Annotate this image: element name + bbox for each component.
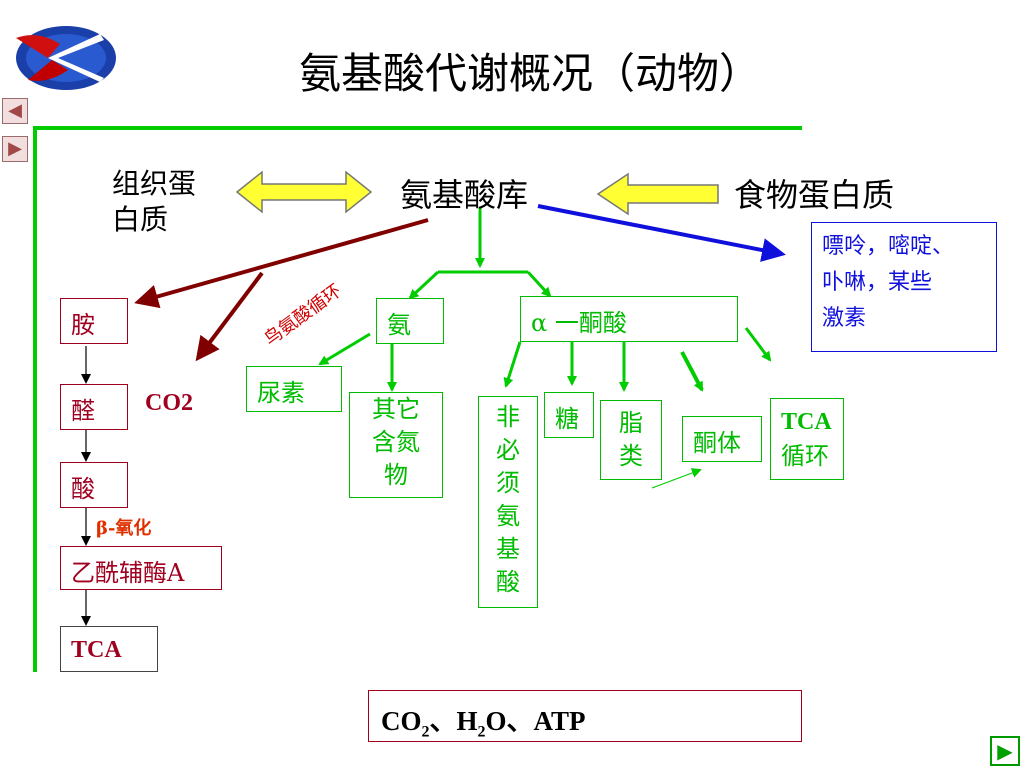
tca-cycle-line1: TCA xyxy=(781,409,832,435)
ketone-body-box: 酮体 xyxy=(682,416,762,462)
blue-box-line3: 激素 xyxy=(822,306,867,331)
acid-box: 酸 xyxy=(60,462,128,508)
next-slide-button[interactable]: ▶ xyxy=(2,136,28,162)
tca-left-label: TCA xyxy=(71,637,122,663)
aldehyde-label: 醛 xyxy=(71,397,95,425)
keto-acid-box: α 一酮酸 xyxy=(520,296,738,342)
beta-oxidation-label: β-氧化 xyxy=(96,518,152,539)
tissue-protein-node: 组织蛋 白质 xyxy=(112,166,196,238)
nonessential-char-1: 非 xyxy=(496,403,520,431)
nonessential-char-2: 必 xyxy=(496,436,520,464)
keto-acid-label: α 一酮酸 xyxy=(531,309,627,337)
triangle-left-icon: ◀ xyxy=(8,100,22,121)
urea-box: 尿素 xyxy=(246,366,342,412)
nonessential-aa-box: 非 必 须 氨 基 酸 xyxy=(478,396,538,608)
o-atp-text: O、ATP xyxy=(485,706,586,736)
acetyl-coa-box: 乙酰辅酶A xyxy=(60,546,222,590)
acid-label: 酸 xyxy=(71,475,95,503)
sugar-box: 糖 xyxy=(544,392,594,438)
final-products-box: CO2、H2O、ATP xyxy=(368,690,802,742)
sugar-label: 糖 xyxy=(555,405,579,433)
tca-cycle-box: TCA 循环 xyxy=(770,398,844,480)
food-protein-node: 食物蛋白质 xyxy=(734,176,895,214)
purine-pyrimidine-box: 嘌呤，嘧啶、 卟啉，某些 激素 xyxy=(811,222,997,352)
ketone-body-label: 酮体 xyxy=(693,429,741,457)
slide-title: 氨基酸代谢概况（动物） xyxy=(298,49,761,98)
blue-box-line1: 嘌呤，嘧啶、 xyxy=(822,234,955,259)
amino-acid-pool-node: 氨基酸库 xyxy=(400,176,529,214)
co-text: CO xyxy=(381,706,422,736)
previous-slide-button[interactable]: ◀ xyxy=(2,98,28,124)
other-nitrogen-line2: 含氮 xyxy=(372,428,420,456)
other-nitrogen-line1: 其它 xyxy=(372,395,420,423)
aldehyde-box: 醛 xyxy=(60,384,128,430)
lipid-line2: 类 xyxy=(619,442,643,470)
co2-label: CO2 xyxy=(145,390,193,416)
forward-button[interactable]: ▶ xyxy=(990,736,1020,766)
urea-label: 尿素 xyxy=(257,379,305,407)
subscript-2-co2: 2 xyxy=(421,723,430,741)
subscript-2-h2o: 2 xyxy=(477,723,486,741)
other-nitrogen-box: 其它 含氮 物 xyxy=(349,392,443,498)
triangle-right-icon: ▶ xyxy=(8,138,22,159)
left-arrow-icon xyxy=(596,172,719,216)
play-icon: ▶ xyxy=(997,739,1013,763)
logo xyxy=(16,26,116,90)
tissue-protein-line1: 组织蛋 xyxy=(112,167,197,200)
blue-box-line2: 卟啉，某些 xyxy=(822,270,933,295)
h-text: 、H xyxy=(429,706,478,736)
nonessential-char-6: 酸 xyxy=(496,568,520,596)
amine-label: 胺 xyxy=(71,311,95,339)
nonessential-char-3: 须 xyxy=(496,469,520,497)
tissue-protein-line2: 白质 xyxy=(112,203,169,236)
lipid-box: 脂 类 xyxy=(600,400,662,480)
tca-cycle-line2: 循环 xyxy=(781,442,829,470)
other-nitrogen-line3: 物 xyxy=(384,461,408,489)
double-arrow-icon xyxy=(235,170,373,214)
tca-box-left: TCA xyxy=(60,626,158,672)
nonessential-char-4: 氨 xyxy=(496,502,520,530)
amine-box: 胺 xyxy=(60,298,128,344)
ammonia-label: 氨 xyxy=(387,311,411,339)
lipid-line1: 脂 xyxy=(619,409,643,437)
nonessential-char-5: 基 xyxy=(496,535,520,563)
ammonia-box: 氨 xyxy=(376,298,444,344)
acetyl-coa-label: 乙酰辅酶A xyxy=(71,559,185,587)
